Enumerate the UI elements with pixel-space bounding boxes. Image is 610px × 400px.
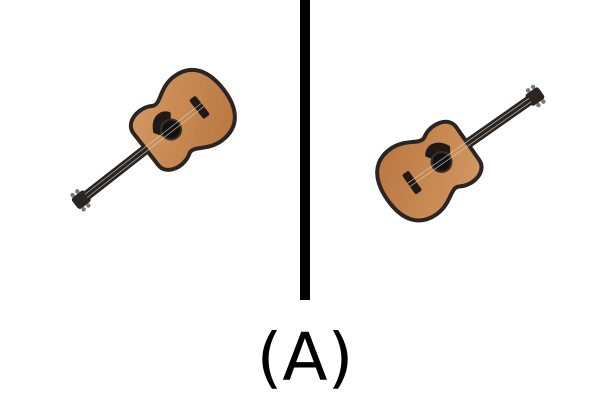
acoustic-guitar-icon (375, 84, 546, 223)
guitar-right (375, 84, 546, 223)
caption-label: (A) (256, 319, 354, 396)
divider-line (300, 0, 310, 300)
right-image-panel (310, 0, 610, 300)
acoustic-guitar-icon (70, 67, 237, 212)
left-image-panel (0, 0, 300, 300)
guitar-left (70, 67, 237, 212)
